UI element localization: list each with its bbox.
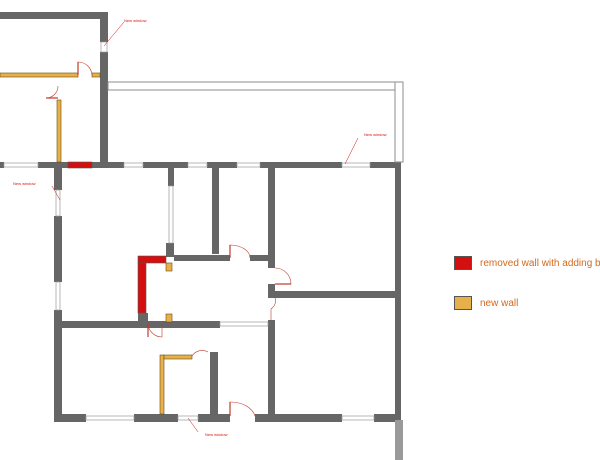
window: [341, 162, 371, 168]
wall: [374, 414, 401, 422]
wall: [168, 168, 174, 186]
window: [168, 185, 174, 244]
leader-line: [103, 21, 125, 47]
wall: [54, 414, 86, 422]
wall: [38, 162, 68, 168]
wall: [62, 321, 220, 328]
wall: [268, 284, 275, 298]
leader-line: [344, 137, 359, 165]
wall: [268, 168, 275, 268]
removed-wall: [137, 255, 167, 264]
window: [100, 41, 108, 53]
wall: [255, 414, 342, 422]
wall: [138, 313, 148, 321]
door: [77, 61, 93, 76]
wall: [370, 162, 400, 168]
window: [187, 162, 208, 168]
removed-wall: [137, 262, 147, 314]
window: [55, 189, 61, 217]
door: [229, 401, 256, 417]
new-wall: [56, 99, 62, 163]
legend-new-wall: new wall: [454, 296, 518, 310]
outline-right: [394, 81, 404, 163]
leader-line: [187, 417, 199, 433]
new-wall: [165, 313, 173, 323]
existing-walls: [0, 12, 401, 422]
legend-label-new: new wall: [480, 297, 519, 309]
door: [274, 267, 292, 285]
outline-bottom-right: [395, 420, 403, 460]
wall: [207, 162, 237, 168]
exterior-outline: [107, 81, 404, 460]
new-wall: [159, 354, 165, 415]
window: [3, 162, 39, 168]
annotation-window-left: New window: [13, 181, 36, 186]
new-wall: [165, 262, 173, 272]
annotation-window-right: New window: [364, 132, 387, 137]
wall: [0, 12, 108, 19]
window: [341, 415, 375, 421]
wall: [198, 414, 230, 422]
door: [45, 85, 59, 99]
new-wall: [163, 354, 193, 360]
wall: [54, 168, 62, 190]
wall: [92, 162, 124, 168]
windows: [3, 41, 375, 421]
wall: [210, 352, 218, 416]
annotation-window-bottom: New window: [205, 432, 228, 437]
new-wall: [91, 72, 101, 78]
removed-wall-swatch: [454, 256, 472, 270]
door-leaves: [46, 62, 291, 416]
door: [229, 244, 251, 259]
wall: [174, 255, 230, 261]
window: [123, 162, 144, 168]
removed-wall: [67, 161, 93, 169]
leader-line: [51, 185, 61, 201]
wall: [54, 310, 62, 422]
wall: [54, 216, 62, 282]
wall: [260, 162, 342, 168]
annotation-window-top: New window: [124, 18, 147, 23]
doors: [45, 61, 292, 417]
wall: [250, 255, 275, 261]
annotation-leaders: [51, 21, 359, 433]
wall: [100, 12, 108, 42]
window: [236, 162, 261, 168]
wall: [134, 414, 178, 422]
wall: [100, 52, 108, 162]
wall: [143, 162, 188, 168]
door: [191, 350, 209, 357]
window: [219, 321, 269, 327]
wall: [0, 162, 4, 168]
window: [55, 281, 61, 311]
wall: [212, 168, 219, 254]
new-wall-swatch: [454, 296, 472, 310]
outline-top: [107, 81, 404, 91]
new-walls: [0, 72, 193, 415]
annotations: New window New window New window New win…: [13, 18, 387, 437]
removed-walls: [67, 161, 167, 314]
new-wall: [0, 72, 79, 78]
wall: [275, 291, 399, 298]
legend-removed-wall: removed wall with adding b: [454, 256, 600, 270]
window: [85, 415, 135, 421]
legend-label-removed: removed wall with adding b: [480, 257, 600, 269]
wall: [166, 243, 174, 257]
door: [270, 297, 276, 320]
wall: [268, 320, 275, 420]
